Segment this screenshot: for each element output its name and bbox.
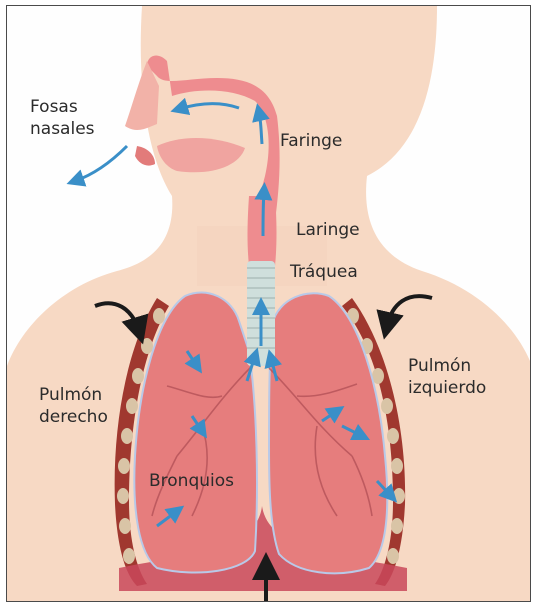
label-laringe: Laringe: [296, 219, 360, 241]
diagram-frame: Fosas nasales Faringe Laringe Tráquea Pu…: [6, 5, 531, 602]
label-bronquios: Bronquios: [149, 470, 234, 492]
lips: [135, 146, 155, 166]
label-pulmon-izquierdo: Pulmón izquierdo: [408, 355, 486, 399]
label-faringe: Faringe: [280, 130, 342, 152]
label-pulmon-derecho: Pulmón derecho: [39, 384, 108, 428]
label-fosas-nasales: Fosas nasales: [30, 96, 95, 140]
label-traquea: Tráquea: [290, 261, 358, 283]
